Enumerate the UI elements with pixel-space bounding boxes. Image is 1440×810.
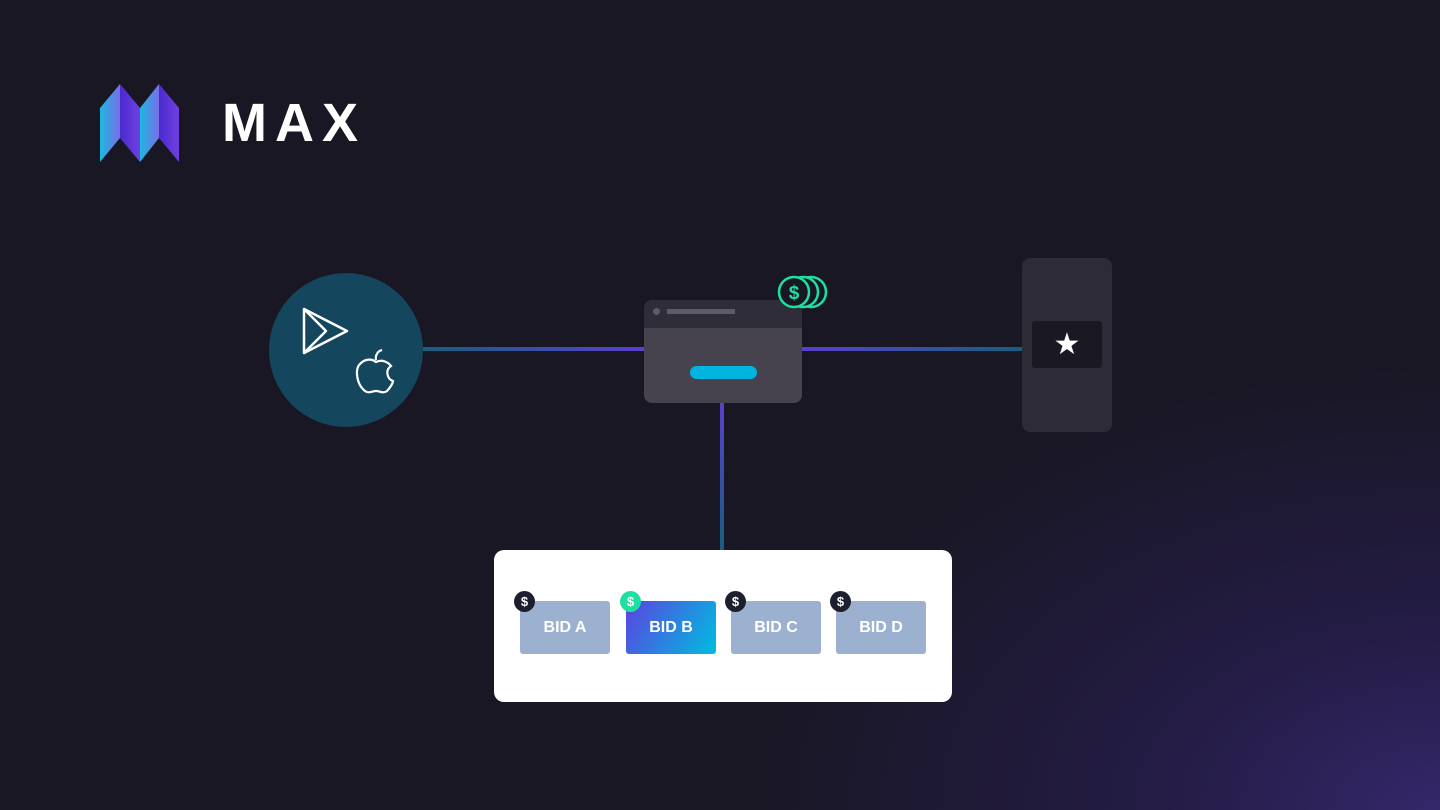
window-dot — [653, 308, 660, 315]
line-mediation-to-device — [800, 347, 1024, 351]
apple-icon — [355, 348, 395, 394]
app-stores-node — [269, 273, 423, 427]
dollar-badge-icon: $ — [514, 591, 535, 612]
star-icon: ★ — [1053, 328, 1081, 361]
line-mediation-to-bids — [720, 400, 724, 552]
max-logo-icon — [100, 84, 179, 162]
brand-name: MAX — [222, 93, 366, 153]
bid-label: BID D — [859, 618, 903, 636]
bid-label: BID C — [754, 618, 798, 636]
coins-icon: $ — [777, 275, 828, 309]
bid-c: $ BID C — [725, 591, 821, 654]
dollar-badge-icon: $ — [620, 591, 641, 612]
bid-label: BID A — [543, 618, 587, 636]
window-header — [644, 300, 802, 328]
dollar-badge-icon: $ — [725, 591, 746, 612]
bid-a: $ BID A — [514, 591, 610, 654]
dollar-badge-icon: $ — [830, 591, 851, 612]
dollar-icon: $ — [789, 283, 800, 304]
line-source-to-mediation — [420, 347, 646, 351]
bid-b-winner: $ BID B — [620, 591, 716, 654]
bid-label: BID B — [649, 618, 693, 636]
bid-d: $ BID D — [830, 591, 926, 654]
google-play-icon — [302, 307, 349, 355]
bids-panel: $ BID A $ BID B $ BID C $ BID D — [494, 550, 952, 702]
window-title-bar — [667, 309, 735, 314]
ad-placement: ★ — [1032, 321, 1102, 368]
device-node: ★ — [1022, 258, 1112, 432]
store-icons — [302, 307, 395, 394]
action-pill — [690, 366, 757, 379]
mediation-window — [644, 300, 802, 403]
